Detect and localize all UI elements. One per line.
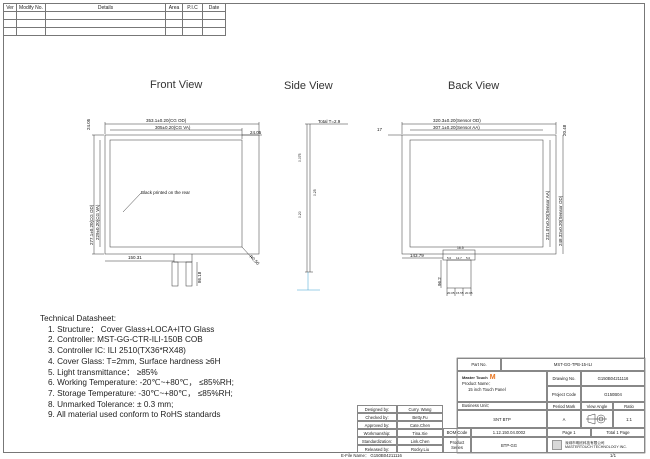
back-bottom-pin-1: 20.05 [447,291,455,295]
front-cg-od-height: 277.1±0.20(CG OD) [89,204,94,245]
tech-item: 9. All material used conform to RoHS sta… [48,410,221,420]
side-view-title: Side View [284,80,333,92]
part-no-value: MST-GG-TPB-15-ILI [501,358,645,371]
revision-table: Ver Modify No. Details Area P.I.C Date [3,3,226,36]
signoff-label: Released by: [357,445,397,453]
business-unit-label: Business Unit： [457,402,547,410]
company-name-en: MASTERTOUCH TECHNOLOGY INC. [565,445,627,449]
tech-item: 2. Controller: MST-GG-CTR-ILI-150B COB [48,335,203,345]
project-code-value: G150B04 [581,386,645,402]
logo-mark: M [489,374,496,381]
ratio-label: Ratio [613,402,645,410]
drawing-no-label: Drawing No. [547,371,581,386]
back-bottom-pin-3: 20.05 [465,291,473,295]
back-right-dim: 20.48 [562,124,567,136]
front-fpc-length: 86.18 [197,271,202,283]
company-block: 深圳市明欣科技有限公司 MASTERTOUCH TECHNOLOGY INC. [547,437,645,453]
file-name: E-File Name： G150B04211116 [341,453,402,458]
part-no-label: Part No. [457,358,501,371]
side-dim-1: 0.075 [298,153,302,163]
signoff-name: Betty.Fu [397,413,443,421]
signoff-name: Cate.Chen [397,421,443,429]
front-cg-va [109,139,243,248]
product-name-value: 15 inch Touch Panel [468,387,506,392]
product-name-label: Product Name： [462,381,493,386]
total-page-label: Total 1 Page [591,428,645,437]
product-series-value: BTP-GG [471,437,547,453]
front-top-right-dim: 24.05 [250,130,262,135]
side-total-thickness: Total T=2.9 [318,119,341,124]
back-pin-1: 5.0 [447,256,452,260]
back-fpc-width: 16.5 [457,246,464,250]
tech-item: 3. Controller IC: ILI 2510(TX36*RX48) [48,346,186,356]
signoff-label: Standardization: [357,437,397,445]
tech-title: Technical Datasheet: [40,314,117,323]
back-sensor-aa-width: 307.1±0.20(Sensor AA) [433,125,480,130]
projection-symbol-icon [586,413,607,425]
back-sensor-od-width: 320.3±0.20(Sensor OD) [433,118,481,123]
front-cg-va-width: 305±0.20(CG VA) [155,125,191,130]
signoff-label: Workmanship: [357,429,397,437]
front-cg-va-height: 229±0.20(CG VA) [95,204,100,240]
tech-item: 4. Cover Glass: T=2mm, Surface hardness … [48,356,221,366]
side-dim-2: 0.25 [313,189,317,196]
rev-row [3,27,226,36]
logo: Master Touch M [462,374,496,381]
page-number: 1/1 [610,453,616,458]
company-name: 深圳市明欣科技有限公司 [565,440,605,445]
front-note: Black printed on the rear [141,190,191,195]
back-bottom-pin-2: 15.55 [456,291,464,295]
front-cg-outline [104,134,260,255]
back-view-title: Back View [448,80,500,92]
period-mark-value: A [547,410,581,428]
front-fpc-left: 150.31 [128,255,142,260]
tech-datasheet: Technical Datasheet: 1. Structure： Cover… [40,314,234,421]
page-label: Page 1 [547,428,591,437]
view-angle-label: View Angle [581,402,613,410]
signoff-name: Rocky.Liu [397,445,443,453]
front-view-title: Front View [150,79,203,91]
company-logo-icon [552,440,562,450]
signoff-label: Designed by: [357,405,397,413]
signoff-name: Link.Chen [397,437,443,445]
logo-text: Master Touch [462,375,488,380]
ratio-value: 1:1 [613,410,645,428]
back-sensor-aa [409,139,544,248]
back-sensor-od [401,134,557,255]
back-left-dim: 17 [377,127,383,132]
view-angle-icon [581,410,613,428]
period-mark-label: Period Mark [547,402,581,410]
back-sensor-od-height: 248.32±0.20(Sensor OD) [558,195,563,246]
bom-value: 1.12.150.04.0002 [471,428,547,437]
tech-item: 7. Storage Temperature: -30℃~+80℃， ≤85%R… [48,388,233,398]
back-fpc-left: 143.79 [410,253,424,258]
drawing-frame [3,3,645,453]
back-fpc-length: 96.2 [437,277,442,286]
drawing-no-value: G150B04211116 [581,371,645,386]
signoff-name: Tina.Xie [397,429,443,437]
tech-item: 8. Unmarked Tolerance: ± 0.3 mm; [48,399,174,409]
product-series-label: Product Series [443,437,471,453]
front-cg-od-width: 353.1±0.20(CG OD) [146,118,187,123]
tech-item: 5. Light transmittance： ≥85% [48,367,158,377]
business-unit-value: SNT BTP [457,410,547,428]
signoff-name: Curry. Wang [397,405,443,413]
signoff-label: Checked by: [357,413,397,421]
signoff-label: Approved by: [357,421,397,429]
bom-label: BOM Code [443,428,471,437]
tech-item: 1. Structure： Cover Glass+LOCA+ITO Glass [48,324,215,334]
tech-item: 6. Working Temperature: -20℃~+80℃， ≤85%R… [48,378,234,388]
back-pin-3: 5.0 [466,256,471,260]
back-sensor-aa-height: 231.07±0.20(Sensor AA) [545,190,550,240]
product-block: Master Touch M Product Name： 15 inch Tou… [457,371,547,402]
project-code-label: Project Code [547,386,581,402]
side-dim-3: 0.20 [298,211,302,218]
back-pin-2: 12.7 [456,256,462,260]
front-top-left-dim: 24.05 [86,118,91,130]
